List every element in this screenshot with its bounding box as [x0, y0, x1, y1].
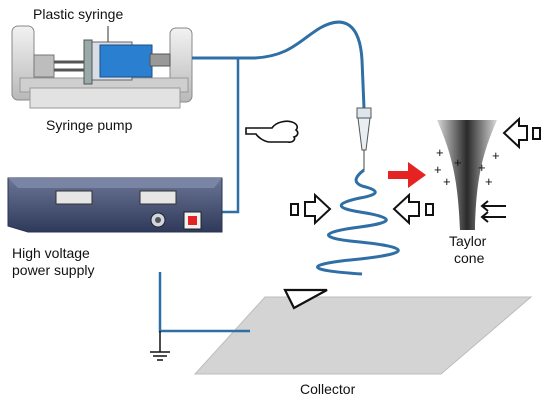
svg-text:+: +: [443, 174, 451, 189]
label-taylor-line1: Taylor: [449, 233, 487, 249]
pointing-hand-icon: [245, 120, 299, 143]
small-arrows-icon: [480, 200, 506, 223]
svg-text:+: +: [485, 174, 493, 189]
syringe-fluid: [99, 44, 153, 78]
svg-text:+: +: [478, 160, 486, 175]
power-supply: [7, 177, 223, 233]
label-collector: Collector: [300, 381, 356, 397]
taylor-cone: [437, 120, 497, 230]
hollow-arrow-cone-icon: [502, 116, 541, 150]
hollow-arrow-left-icon: [290, 192, 332, 226]
hollow-arrow-right-icon: [392, 192, 434, 226]
svg-text:+: +: [492, 148, 500, 163]
svg-text:+: +: [454, 155, 462, 170]
ground-wire: [158, 272, 250, 333]
charge-plus-icons: + + + + + + +: [434, 145, 500, 189]
label-syringe-pump: Syringe pump: [46, 117, 133, 133]
label-hv-line2: power supply: [12, 262, 95, 278]
label-hv-line1: High voltage: [12, 245, 90, 261]
syringe-pump: [11, 25, 193, 109]
triangle-marker-icon: [283, 288, 328, 310]
svg-text:+: +: [436, 145, 444, 160]
collector-plate: [193, 296, 533, 375]
svg-text:+: +: [434, 162, 442, 177]
ground-symbol-icon: [150, 331, 170, 361]
fiber-jet-spiral: [316, 168, 400, 276]
red-arrow-icon: [388, 162, 426, 188]
feed-tube: [192, 20, 366, 109]
label-plastic-syringe: Plastic syringe: [33, 6, 123, 22]
label-taylor-line2: cone: [454, 250, 485, 266]
spinneret-nozzle: [356, 107, 372, 170]
